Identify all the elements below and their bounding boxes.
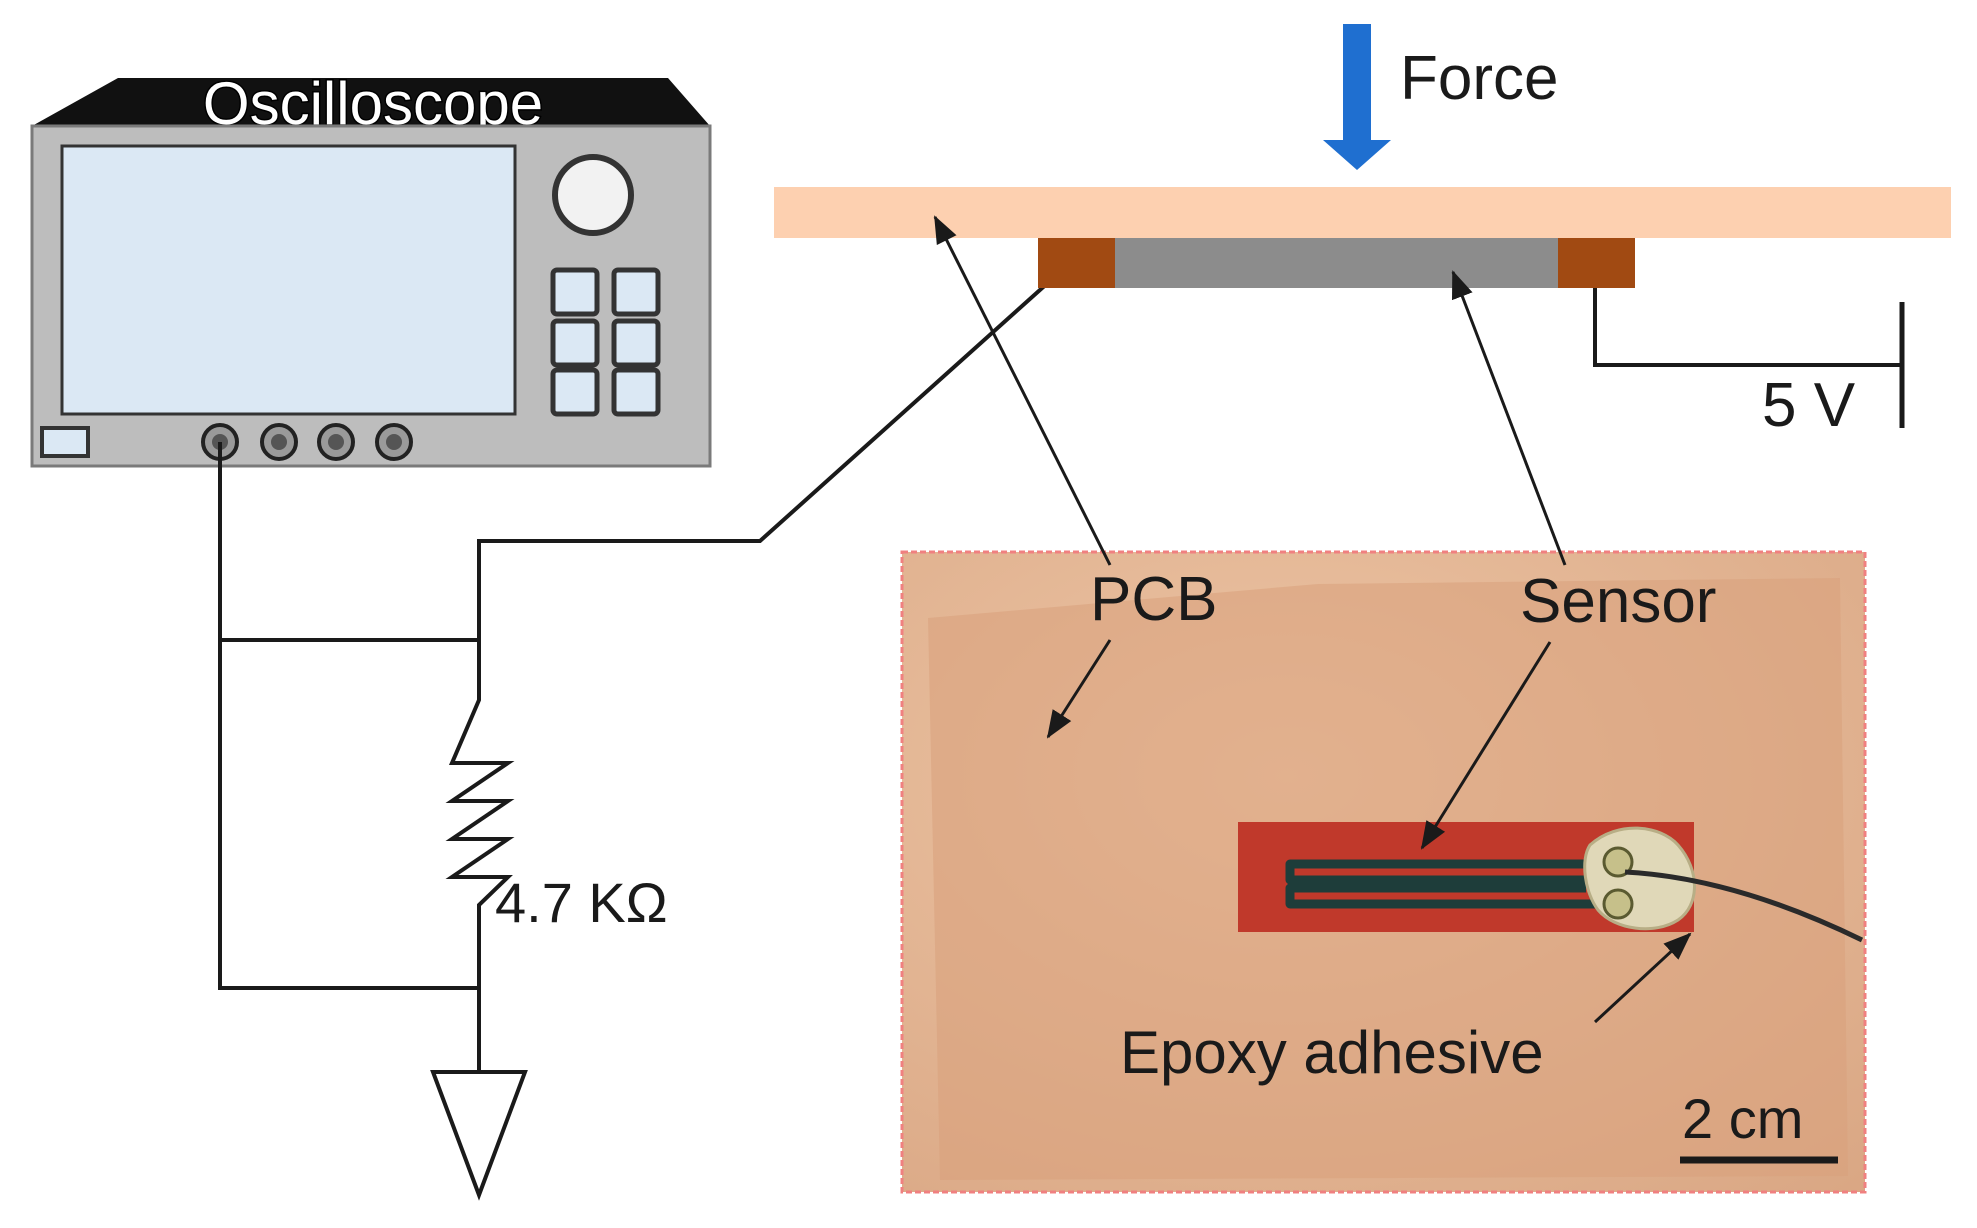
sensor-film: [1112, 238, 1560, 288]
pcb-callout-arrow: [933, 215, 1112, 566]
voltage-label: 5 V: [1762, 371, 1856, 440]
circuit-wires: [218, 270, 1905, 990]
photo-lead-wire: [1624, 869, 1864, 943]
oscilloscope-knob: [552, 154, 634, 236]
ground-symbol: [430, 988, 528, 1201]
electrode-pad-right: [1558, 238, 1635, 288]
pcb-label: PCB: [1090, 565, 1217, 634]
oscilloscope-top: [32, 78, 710, 126]
force-label: Force: [1400, 44, 1558, 113]
oscilloscope-button-grid: [550, 267, 661, 417]
oscilloscope: Oscilloscope: [30, 69, 712, 468]
sensor-lead-wire: [477, 270, 1062, 700]
electrode-pad-left: [1038, 238, 1115, 288]
callout-arrows: [933, 215, 1692, 1024]
probe-wire: [218, 442, 479, 990]
sensor-photo-arrow: [1420, 641, 1552, 850]
voltage-lead-wire: [1593, 282, 1902, 367]
sensor-photo: [900, 550, 1867, 1194]
epoxy-photo-arrow: [1593, 932, 1692, 1024]
pcb-board: [774, 187, 1951, 238]
resistor-label: 4.7 KΩ: [495, 871, 668, 934]
force-arrow: [1323, 24, 1391, 170]
photo-solder-joint-top: [1602, 846, 1634, 878]
resistor: [445, 655, 515, 988]
sensor-label: Sensor: [1520, 567, 1716, 636]
photo-solder-joint-bottom: [1602, 888, 1634, 920]
oscilloscope-screen: [60, 144, 517, 416]
sensor-callout-arrow: [1451, 270, 1567, 566]
photo-sensor-trace: [1285, 859, 1612, 909]
scale-bar-label: 2 cm: [1682, 1087, 1803, 1150]
epoxy-label: Epoxy adhesive: [1120, 1019, 1544, 1086]
oscilloscope-power-button: [40, 426, 90, 458]
pcb-photo-arrow: [1046, 639, 1112, 739]
